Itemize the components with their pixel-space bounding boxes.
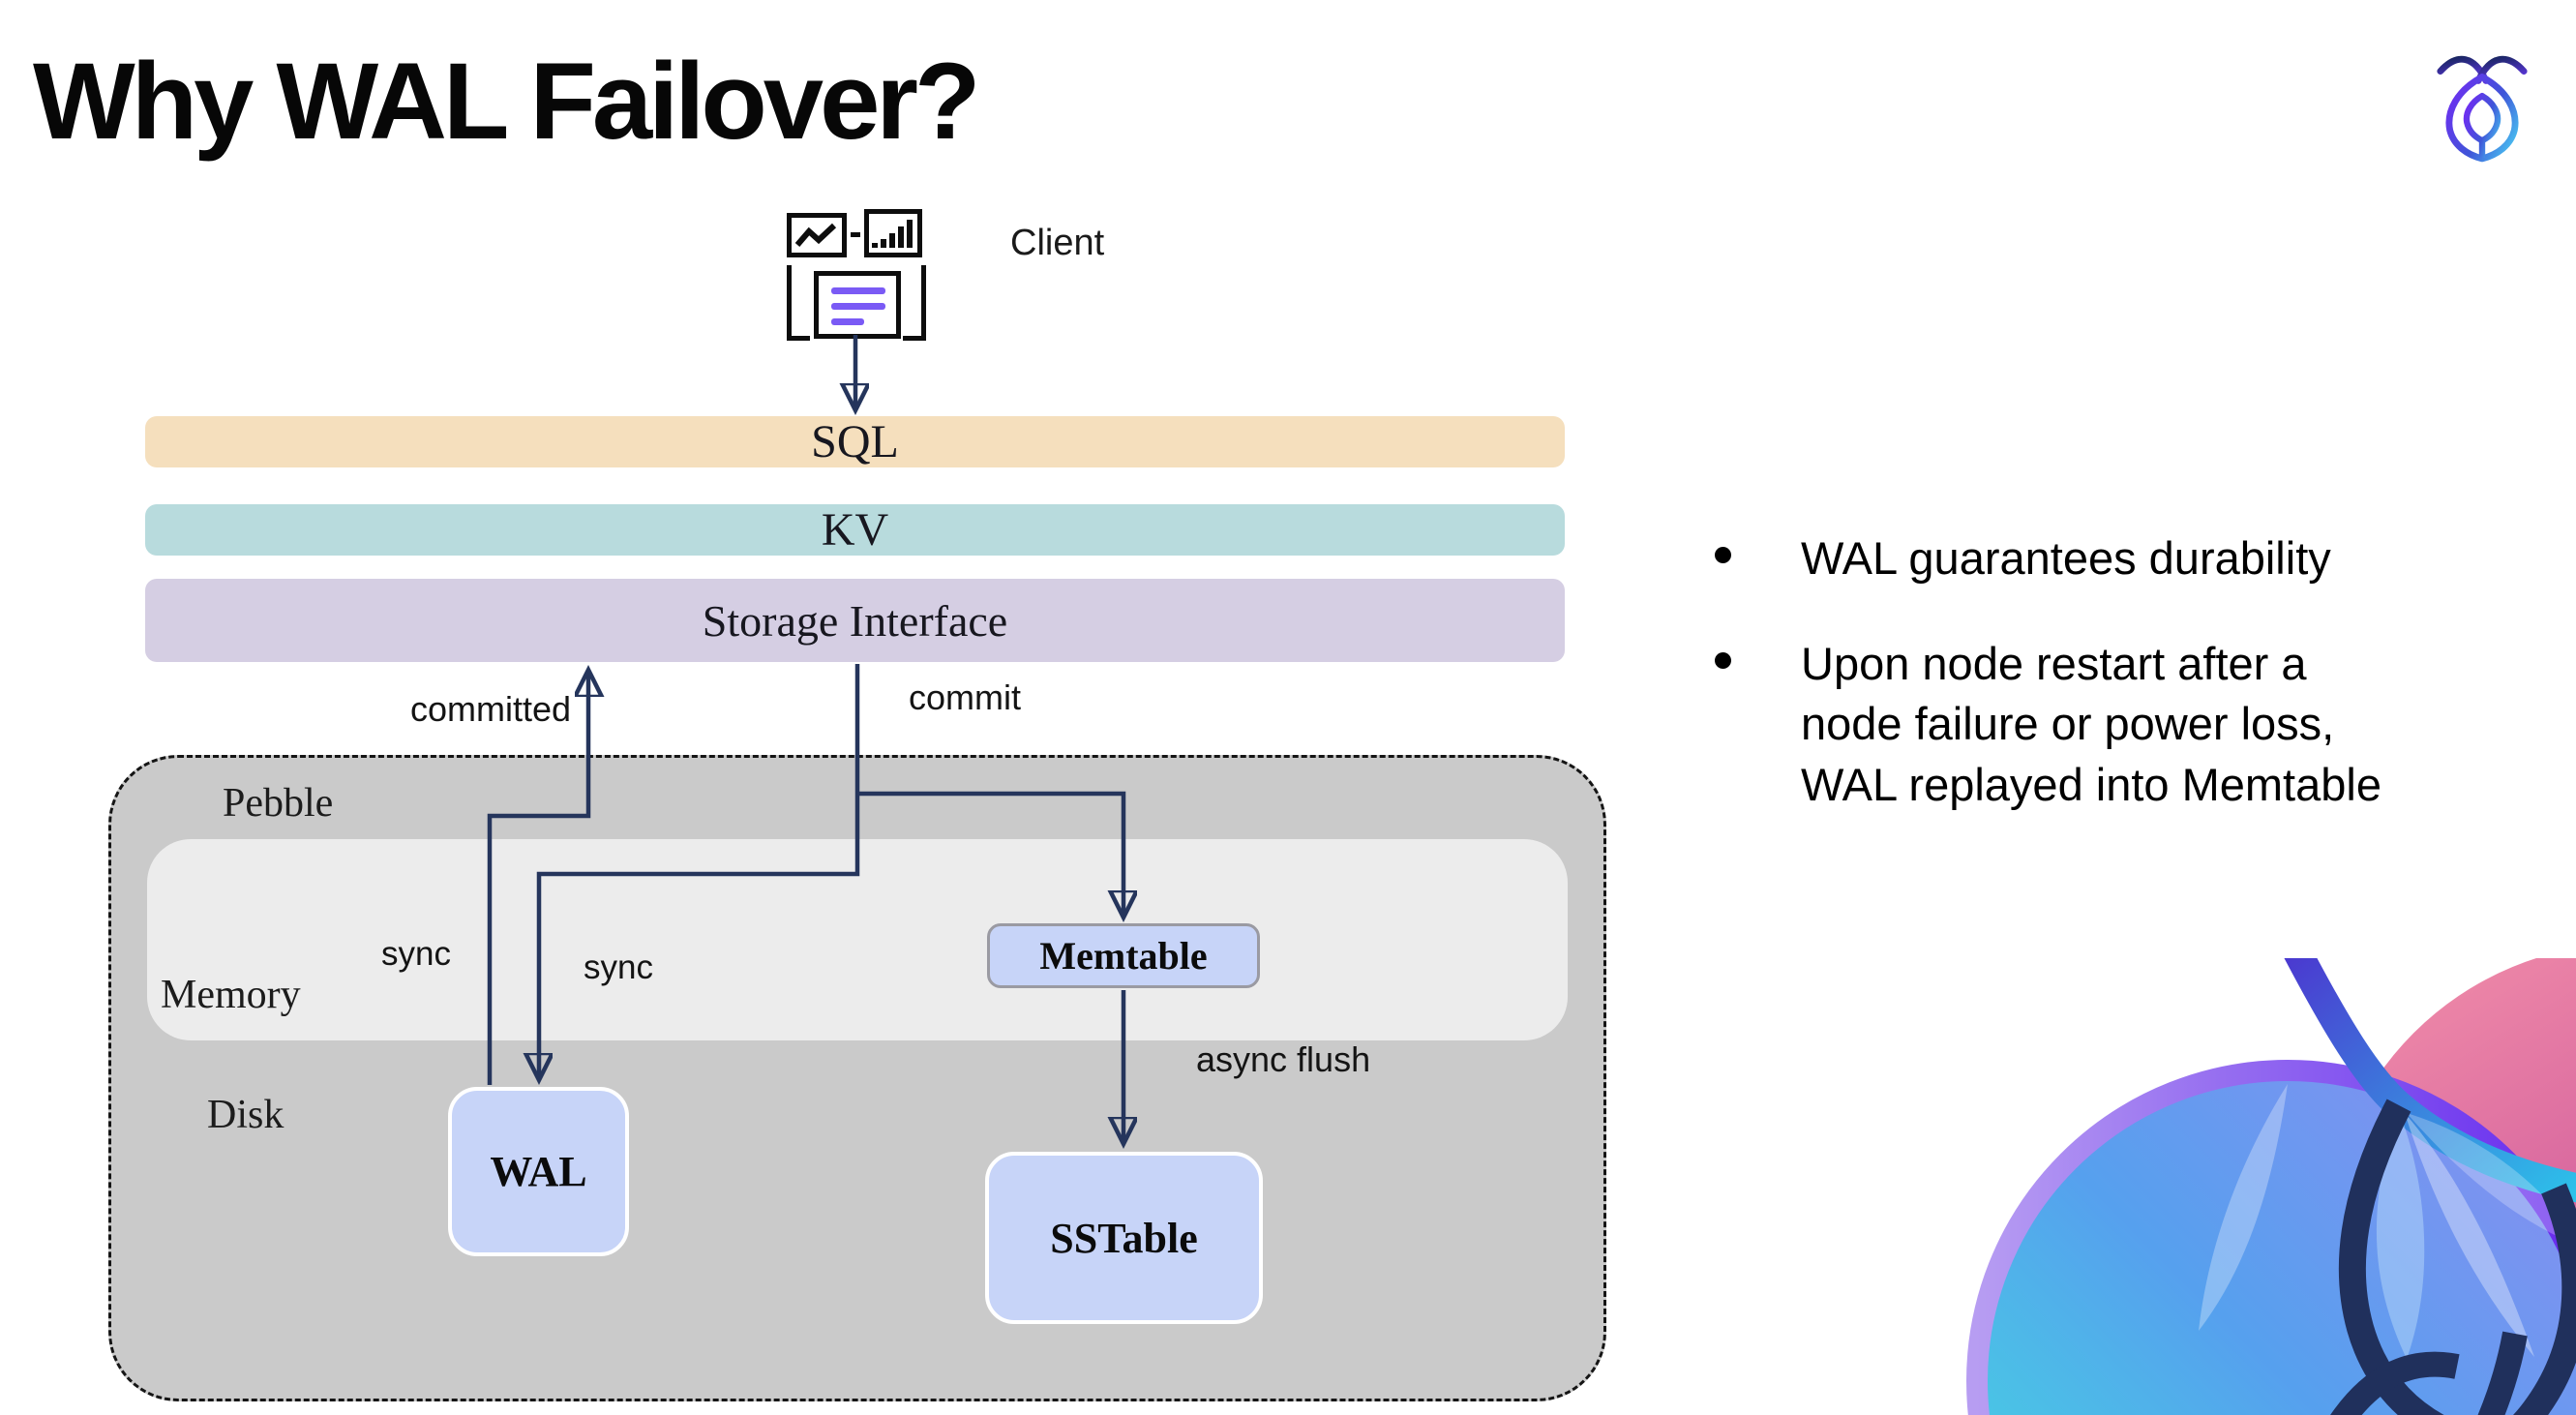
layer-kv: KV (145, 504, 1565, 556)
bullet-text: WAL guarantees durability (1801, 532, 2331, 584)
bracket-left (787, 265, 810, 341)
bullet-icon (1715, 651, 1731, 669)
bullet-icon (1715, 547, 1731, 563)
edge-label-sync-right: sync (584, 948, 653, 986)
list-item: Upon node restart after a node failure o… (1715, 634, 2566, 816)
document-icon (814, 271, 901, 339)
list-item: WAL guarantees durability (1715, 528, 2566, 589)
edge-label-async-flush: async flush (1196, 1039, 1371, 1079)
doc-line (831, 318, 864, 325)
doc-line (831, 303, 885, 310)
client-label: Client (1010, 223, 1105, 263)
sstable-node: SSTable (985, 1152, 1263, 1324)
page-title: Why WAL Failover? (33, 41, 980, 162)
client-apps-icon (785, 197, 928, 341)
layer-storage-interface: Storage Interface (145, 579, 1565, 662)
layer-sql: SQL (145, 416, 1565, 467)
sstable-label: SSTable (1050, 1214, 1198, 1262)
memory-band (147, 839, 1568, 1040)
notes-list: WAL guarantees durability Upon node rest… (1715, 528, 2566, 859)
edge-label-commit: commit (909, 677, 1021, 717)
wal-node: WAL (448, 1087, 629, 1256)
dash-connector (851, 232, 860, 237)
layer-sql-label: SQL (811, 416, 899, 467)
layer-storage-label: Storage Interface (702, 595, 1008, 646)
bullet-text: Upon node restart after a node failure o… (1801, 637, 2381, 810)
layer-kv-label: KV (821, 504, 889, 556)
edge-label-sync-left: sync (381, 935, 451, 973)
memtable-node: Memtable (987, 923, 1260, 988)
line-chart-icon (787, 213, 847, 257)
pebble-label: Pebble (223, 781, 334, 826)
wal-label: WAL (490, 1148, 587, 1195)
cockroachdb-brand-art (1952, 958, 2576, 1415)
doc-line (831, 287, 885, 294)
memtable-label: Memtable (1039, 934, 1208, 978)
memory-label: Memory (161, 973, 301, 1017)
cockroachdb-logo (2437, 55, 2528, 163)
bar-chart-icon (864, 209, 922, 257)
disk-label: Disk (207, 1093, 285, 1137)
edge-label-committed: committed (410, 689, 572, 729)
bracket-right (903, 265, 926, 341)
